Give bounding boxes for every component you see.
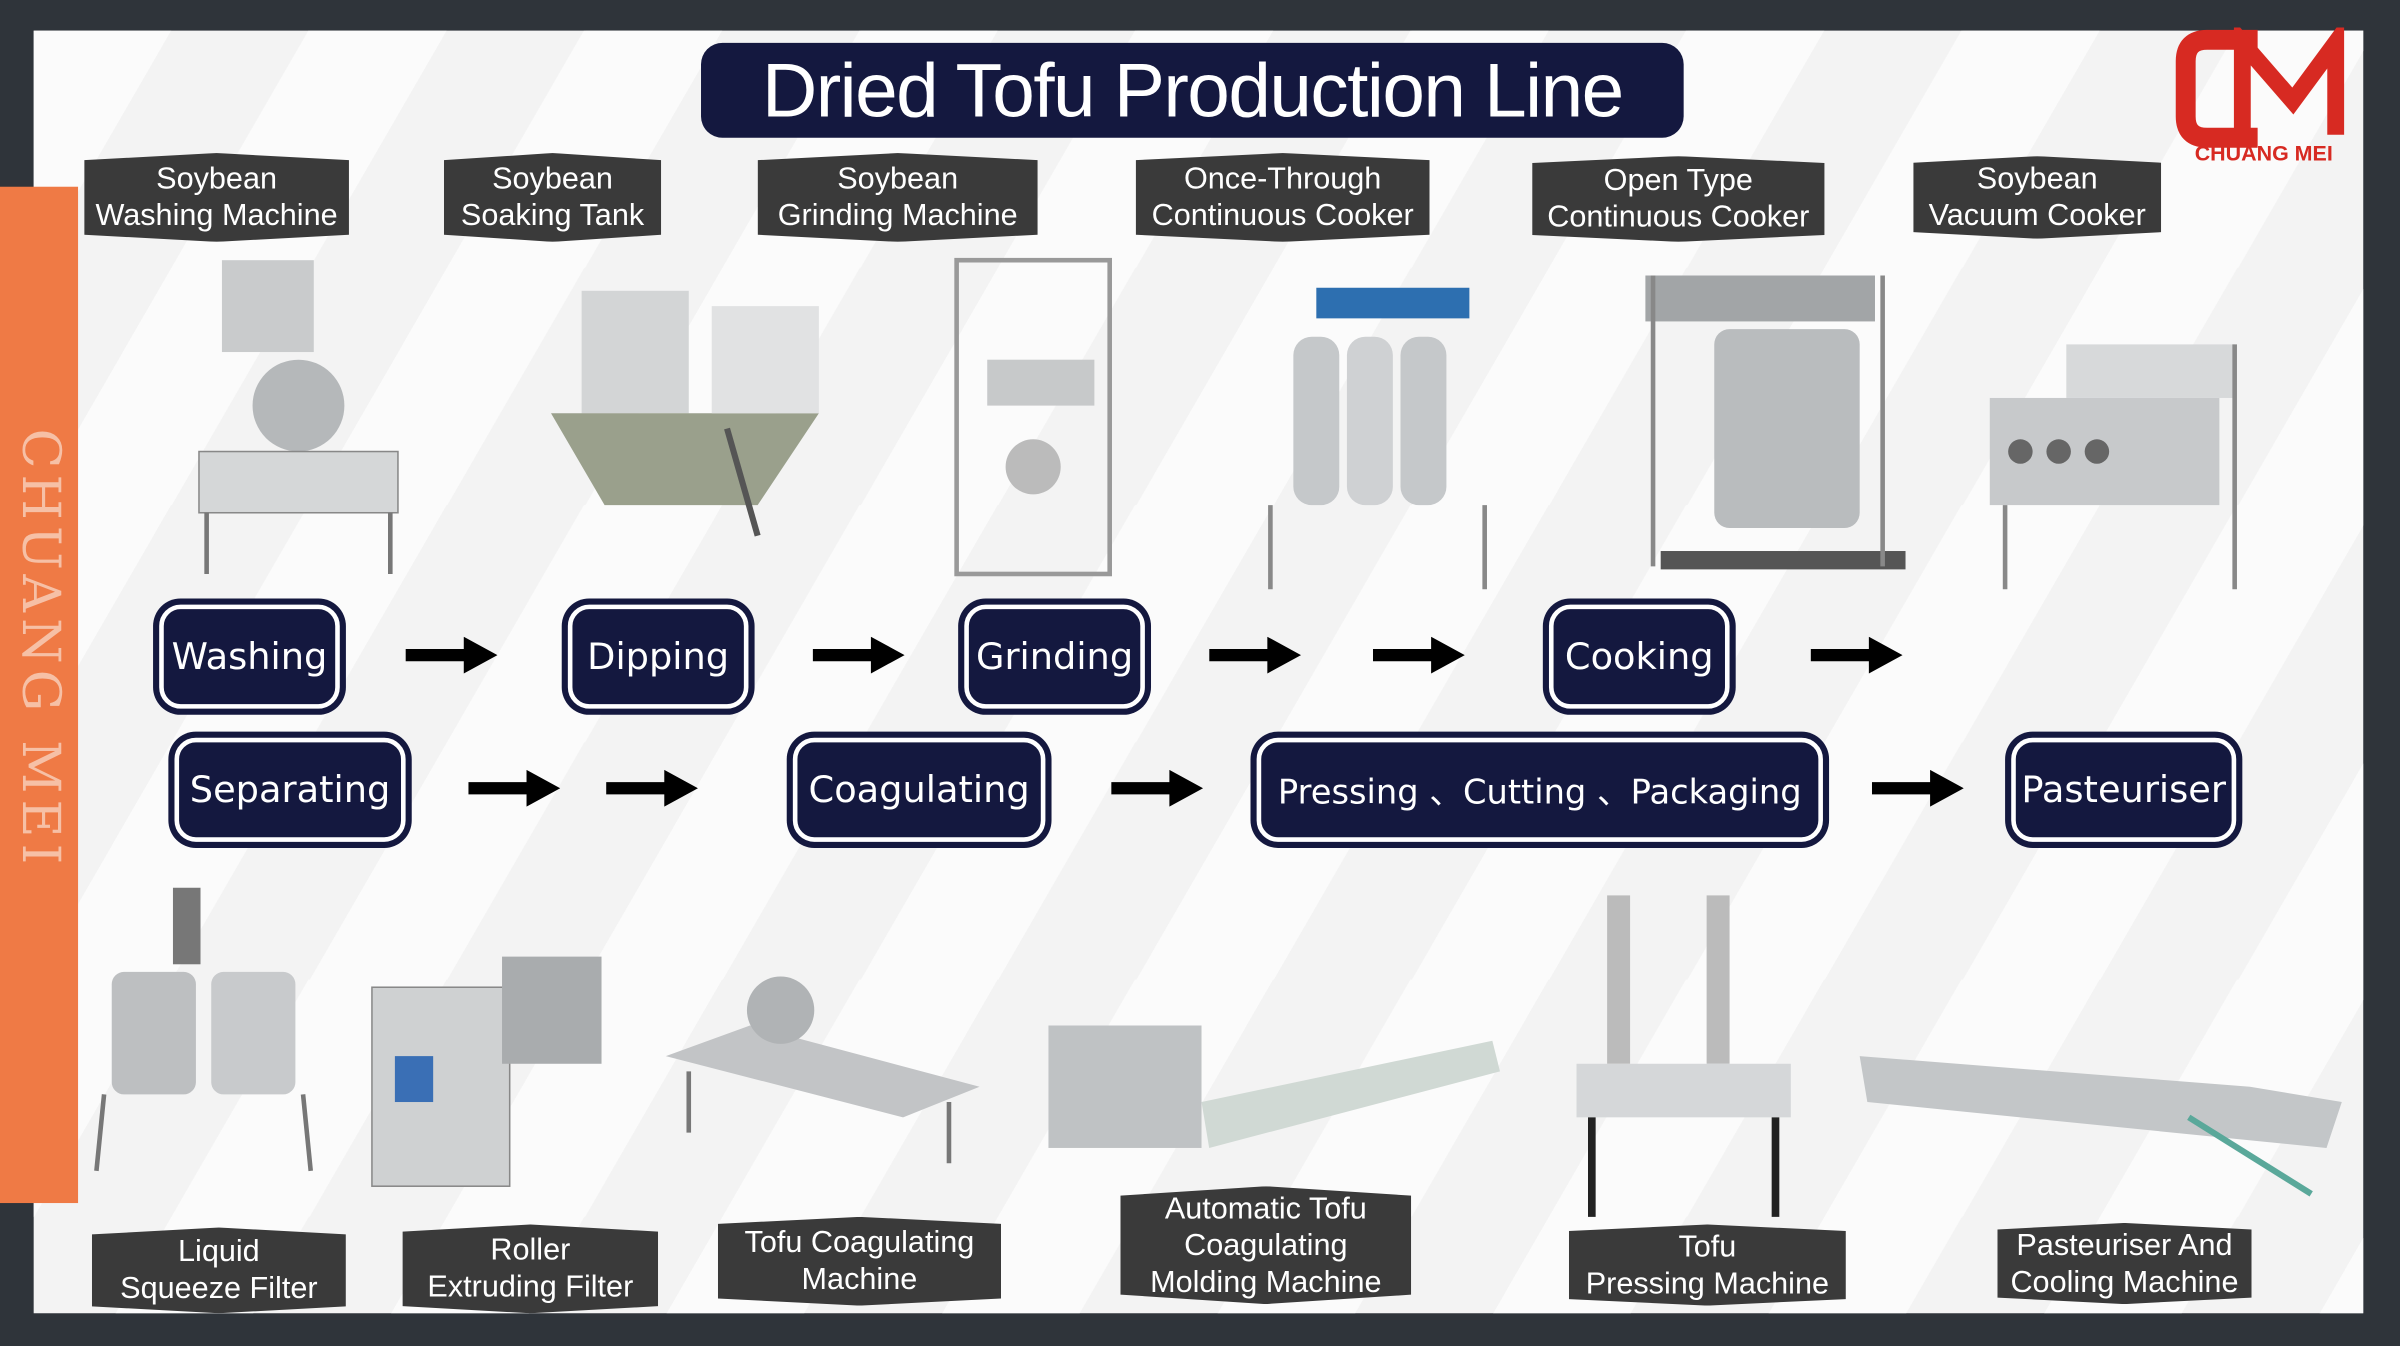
label-line: Open Type [1603,163,1753,198]
chuang-mei-logo [2175,27,2345,148]
label-line: Soybean [837,162,959,196]
label-line: Tofu Coagulating [744,1226,975,1260]
side-brand-strip [0,186,79,1204]
liquid-squeeze-filter-image [94,887,313,1172]
label-line: Machine [801,1262,918,1297]
roller-extruding-filter-image [371,956,602,1187]
arrow-right-icon [405,636,498,674]
tofu-coagulating-machine-image [665,976,980,1164]
washing-machine-image [198,260,399,574]
tofu-pressing-machine-image [1576,895,1791,1217]
label-line: Liquid [178,1235,260,1269]
arrow-right-icon [468,769,561,807]
vacuum-cooker-image [1989,344,2237,590]
label-line: Pasteuriser And [2016,1228,2233,1262]
label-line: Soybean [156,162,278,196]
arrow-right-icon [1810,636,1903,674]
open-type-cooker-image [1645,275,1906,570]
once-through-cooker-image [1268,287,1487,590]
arrow-right-icon [1209,636,1302,674]
label-line: Washing Machine [95,198,338,233]
step-pasteuriser: Pasteuriser [2011,737,2237,842]
label-line: Pressing Machine [1585,1266,1830,1301]
label-line: Squeeze Filter [120,1271,318,1306]
label-line: Tofu [1678,1229,1737,1264]
label-line: Soybean [1976,162,2098,196]
page-title: Dried Tofu Production Line [701,42,1684,138]
label-line: Grinding Machine [777,198,1018,233]
label-line: Continuous Cooker [1151,198,1414,233]
label-line: Extruding Filter [427,1270,634,1305]
label-line: Vacuum Cooker [1928,198,2146,233]
grinding-machine-image [954,257,1112,577]
logo-text: CHUANG MEI [2194,140,2333,166]
label-line: Roller [490,1233,571,1268]
label-line: Soybean [492,162,613,196]
step-separating: Separating [174,737,406,842]
step-washing: Washing [159,604,340,709]
pasteuriser-cooling-machine-image [1859,1056,2342,1197]
automatic-tofu-coagulating-molding-image [1048,1025,1500,1148]
side-brand-text: CHUANG MEI [9,428,71,871]
step-coagulating: Coagulating [792,737,1046,842]
label-line: Cooling Machine [2010,1265,2239,1299]
step-dipping: Dipping [567,604,749,709]
arrow-right-icon [1871,769,1964,807]
label-line: Coagulating [1184,1228,1348,1262]
label-line: Continuous Cooker [1547,200,1810,235]
arrow-right-icon [812,636,905,674]
step-pressing-cutting-packaging: Pressing 、Cutting 、Packaging [1256,737,1823,842]
arrow-right-icon [1372,636,1465,674]
label-line: Molding Machine [1150,1265,1382,1299]
arrow-right-icon [1111,769,1204,807]
soaking-tank-image [551,290,819,537]
step-cooking: Cooking [1548,604,1730,709]
label-line: Automatic Tofu [1164,1191,1367,1226]
label-line: Once-Through [1183,162,1382,196]
arrow-right-icon [606,769,698,807]
label-line: Soaking Tank [460,198,645,233]
step-grinding: Grinding [964,604,1145,709]
